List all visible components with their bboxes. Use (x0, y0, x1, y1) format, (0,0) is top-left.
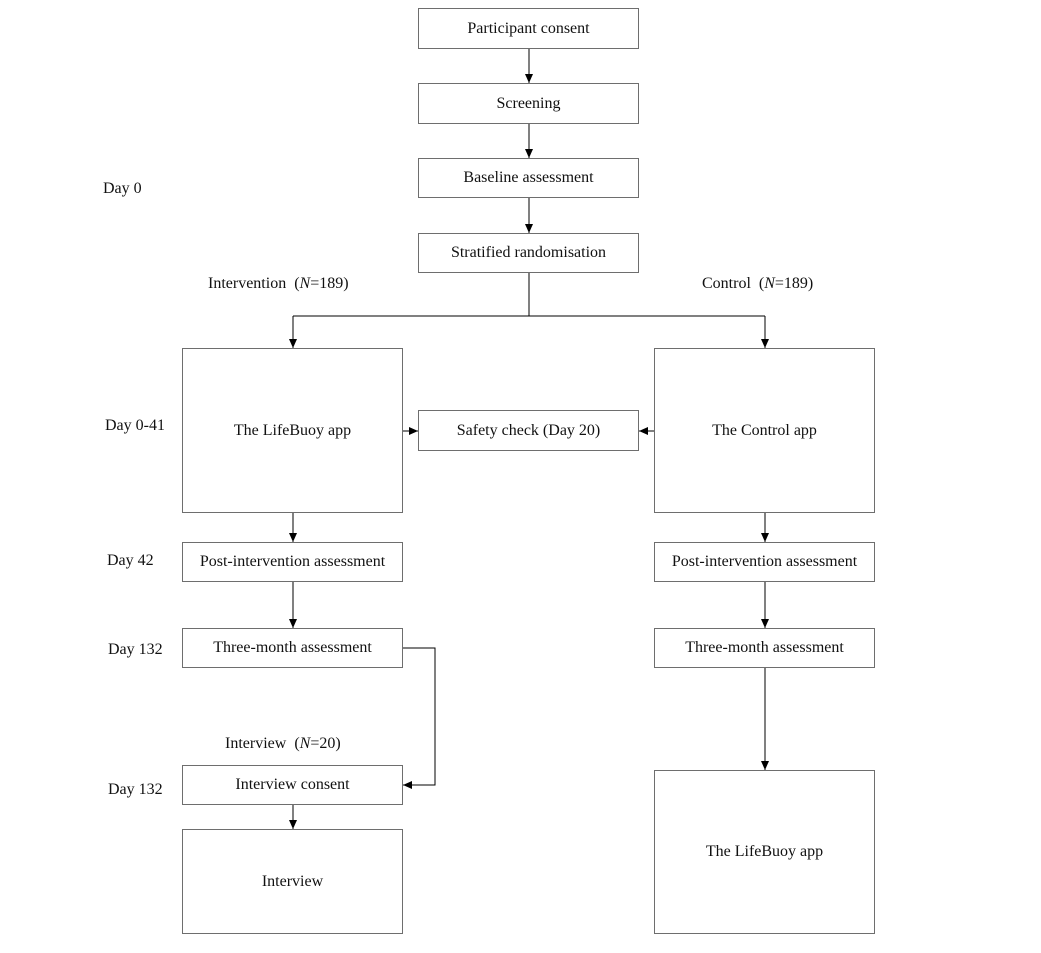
interview-text: Interview (261, 872, 324, 890)
interview-label: Interview (N=20) (225, 735, 341, 752)
intervention-post-assessment-text: Post-intervention assessment (199, 553, 386, 570)
safety-check-text: Safety check (Day 20) (456, 421, 601, 439)
intervention-app-box: The LifeBuoy app (182, 348, 403, 513)
arrow-threemonth-to-interview-consent (403, 647, 436, 789)
intervention-post-assessment-box: Post-intervention assessment (182, 542, 403, 582)
intervention-n-symbol: N (299, 275, 311, 292)
participant-consent-box: Participant consent (418, 8, 639, 49)
control-n-value: =189 (774, 275, 808, 292)
intervention-n-value: =189 (310, 275, 344, 292)
intervention-label-text: Intervention (208, 275, 287, 292)
day-label-0: Day 0 (103, 180, 142, 197)
interview-n-symbol: N (299, 735, 311, 752)
safety-check-box: Safety check (Day 20) (418, 410, 639, 451)
interview-box: Interview (182, 829, 403, 934)
intervention-app-text: The LifeBuoy app (233, 421, 352, 439)
control-label-text: Control (702, 275, 751, 292)
interview-n-value: =20 (310, 735, 336, 752)
screening-text: Screening (496, 94, 561, 112)
interview-consent-box: Interview consent (182, 765, 403, 805)
control-lifebuoy-app-text: The LifeBuoy app (705, 843, 824, 860)
day-label-132-first: Day 132 (108, 641, 163, 658)
stratified-randomisation-box: Stratified randomisation (418, 233, 639, 273)
intervention-three-month-box: Three-month assessment (182, 628, 403, 668)
baseline-assessment-box: Baseline assessment (418, 158, 639, 198)
control-app-text: The Control app (712, 421, 817, 439)
control-n-symbol: N (764, 275, 775, 292)
control-three-month-text: Three-month assessment (685, 639, 844, 656)
control-post-assessment-text: Post-intervention assessment (671, 553, 858, 570)
interview-consent-text: Interview consent (235, 776, 350, 793)
screening-box: Screening (418, 83, 639, 124)
control-app-box: The Control app (654, 348, 875, 513)
stratified-randomisation-text: Stratified randomisation (450, 244, 607, 261)
control-lifebuoy-app-box: The LifeBuoy app (654, 770, 875, 934)
interview-label-text: Interview (225, 735, 287, 752)
control-post-assessment-box: Post-intervention assessment (654, 542, 875, 582)
intervention-arm-label: Intervention (N=189) (208, 275, 349, 292)
participant-consent-text: Participant consent (467, 19, 590, 37)
day-label-132-second: Day 132 (108, 781, 163, 798)
control-arm-label: Control (N=189) (702, 275, 814, 292)
control-three-month-box: Three-month assessment (654, 628, 875, 668)
intervention-three-month-text: Three-month assessment (213, 639, 372, 656)
day-label-42: Day 42 (107, 552, 154, 569)
baseline-assessment-text: Baseline assessment (463, 169, 594, 186)
day-label-0-41: Day 0-41 (105, 417, 165, 434)
